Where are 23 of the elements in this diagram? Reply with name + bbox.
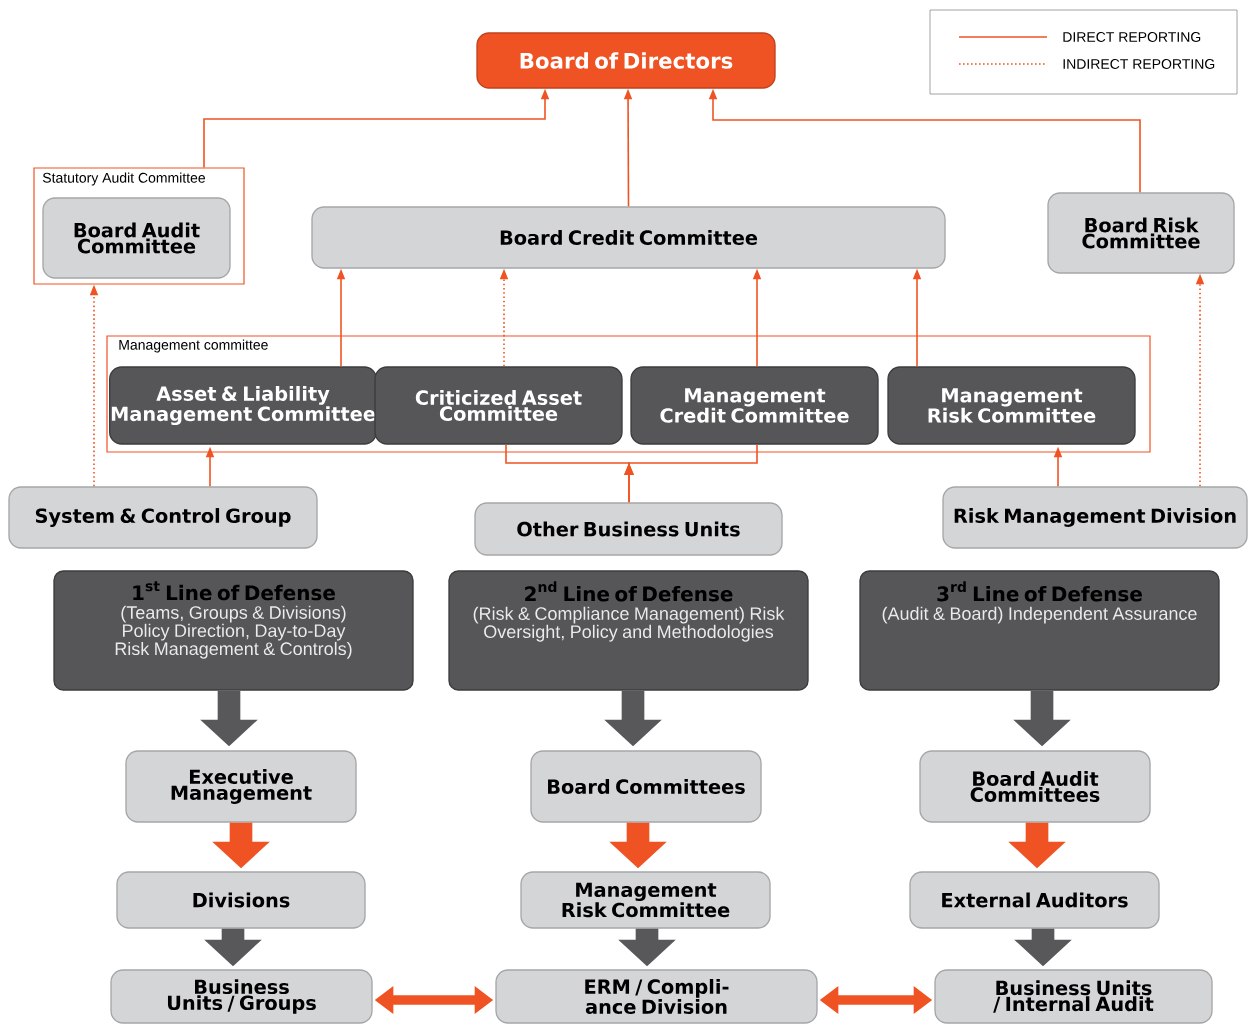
unit-box: System & Control Group [8,486,318,549]
committee-box: Asset & Liability Management Committee [109,366,377,445]
unit-box: External Auditors [909,871,1160,929]
committee-box: Management Risk Committee [887,366,1136,445]
unit-box: Board Committees [530,750,762,823]
legend-item: INDIRECT REPORTING [958,59,1215,69]
unit-box: Business Units / Groups [110,969,373,1024]
unit-box: Board Audit Committees [919,750,1151,823]
committee-box: Criticized Asset Committee [374,366,623,445]
unit-box: ERM / Compli-ance Division [495,969,818,1024]
unit-box: Risk Management Division [942,486,1248,549]
committee-box: Board Credit Committee [311,206,946,269]
committee-box: Management Credit Committee [630,366,879,445]
unit-box: Executive Management [125,750,357,823]
board-box: Board of Directors [476,32,776,89]
unit-box: Divisions [116,871,366,929]
arrow [624,443,758,504]
unit-box: Management Risk Committee [520,871,771,929]
committee-box: Board Audit Committee [42,197,231,279]
legend-item: DIRECT REPORTING [958,32,1201,42]
unit-box: Other Business Units [474,502,783,556]
committee-box: Board Risk Committee [1047,192,1235,274]
unit-box: Business Units / Internal Audit [934,969,1213,1024]
